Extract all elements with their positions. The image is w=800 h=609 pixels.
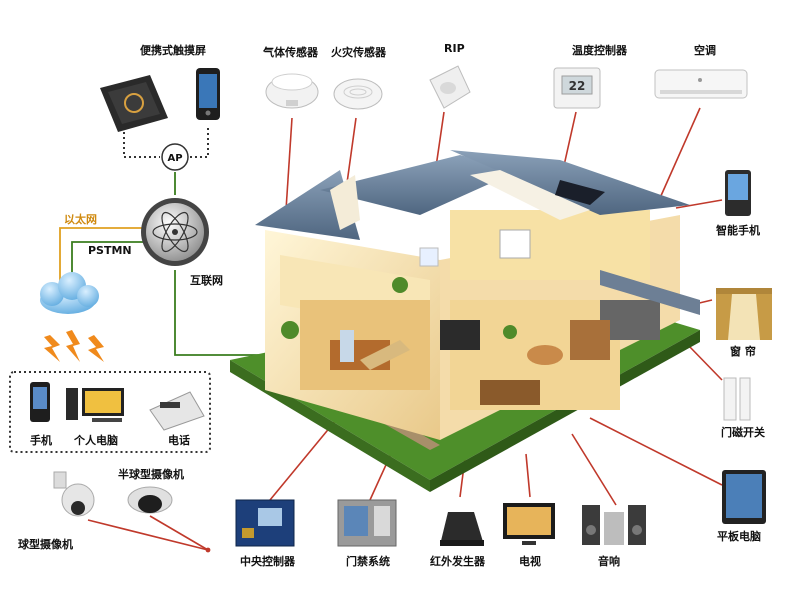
desk-phone-icon[interactable] (149, 391, 205, 431)
cloud-icon (40, 272, 99, 314)
label-internet: 互联网 (190, 274, 223, 287)
label-tablet: 平板电脑 (717, 530, 761, 543)
pc-icon[interactable] (66, 388, 124, 422)
tablet-icon[interactable] (722, 470, 766, 524)
label-smartphone: 智能手机 (716, 224, 760, 237)
label-tv: 电视 (519, 555, 541, 568)
label-aircon: 空调 (694, 44, 716, 57)
label-mobile: 手机 (30, 434, 52, 447)
label-fire-sensor: 火灾传感器 (331, 46, 386, 59)
label-ethernet: 以太网 (64, 213, 97, 226)
ir-emitter-icon[interactable] (440, 512, 484, 546)
label-speaker: 音响 (598, 555, 620, 568)
fire-sensor-icon[interactable] (333, 78, 383, 110)
label-access: 门禁系统 (346, 555, 390, 568)
rip-sensor-icon[interactable] (429, 65, 471, 109)
label-dome-camera: 球型摄像机 (18, 538, 73, 551)
dome-camera-icon[interactable] (53, 471, 95, 517)
ap-label: AP (167, 153, 182, 164)
label-thermostat: 温度控制器 (572, 44, 627, 57)
label-controller: 中央控制器 (240, 555, 295, 568)
gas-sensor-icon[interactable] (265, 73, 319, 109)
house-illustration (230, 150, 700, 492)
half-dome-camera-icon[interactable] (127, 486, 173, 514)
label-pc: 个人电脑 (74, 434, 118, 447)
internet-globe-icon (141, 198, 209, 266)
ap-node: AP (161, 143, 189, 171)
thermostat-icon[interactable]: 22 (553, 67, 601, 109)
aircon-icon[interactable] (654, 69, 748, 99)
label-ir-emitter: 红外发生器 (430, 555, 485, 568)
label-phone: 电话 (168, 434, 190, 447)
label-gas-sensor: 气体传感器 (263, 46, 318, 59)
label-half-dome-camera: 半球型摄像机 (118, 468, 184, 481)
thermostat-display: 22 (569, 79, 586, 93)
speaker-icon[interactable] (582, 505, 646, 545)
touchscreen-phone-icon[interactable] (196, 68, 220, 120)
door-sensor-icon[interactable] (723, 377, 751, 421)
curtain-icon[interactable] (716, 288, 772, 340)
label-rip: RIP (444, 42, 465, 55)
label-curtain: 窗 帘 (730, 345, 756, 358)
controller-board-icon[interactable] (235, 499, 295, 547)
touchscreen-tablet-icon[interactable] (100, 75, 168, 132)
access-control-icon[interactable] (337, 499, 397, 547)
label-door-sensor: 门磁开关 (721, 426, 765, 439)
mobile-phone-icon[interactable] (30, 382, 50, 422)
smartphone-icon[interactable] (725, 170, 751, 216)
lightning-icons (44, 330, 104, 362)
dotted-links (9, 128, 211, 453)
label-touchscreen: 便携式触摸屏 (140, 44, 206, 57)
label-pstmn: PSTMN (88, 244, 132, 257)
tv-icon[interactable] (503, 503, 555, 545)
